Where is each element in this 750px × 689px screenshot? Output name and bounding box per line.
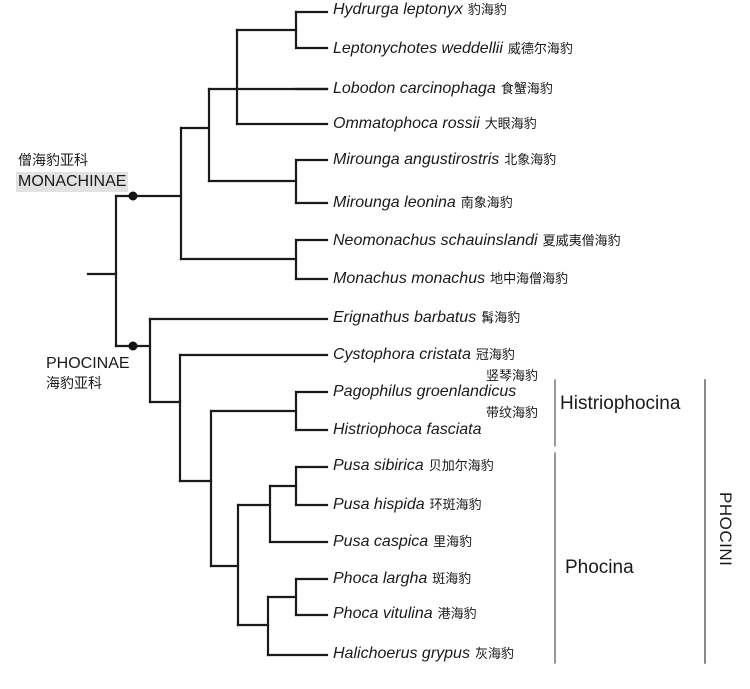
taxon-label: Monachus monachus 地中海僧海豹 xyxy=(333,270,568,289)
scientific-name: Pusa hispida xyxy=(333,496,425,513)
taxon-label: Cystophora cristata 冠海豹 xyxy=(333,346,515,365)
chinese-name: 带纹海豹 xyxy=(486,406,539,421)
taxon-label: Pusa caspica 里海豹 xyxy=(333,533,472,552)
taxon-label: Halichoerus grypus 灰海豹 xyxy=(333,645,514,664)
monachinae-en: MONACHINAE xyxy=(16,172,129,192)
scientific-name: Halichoerus grypus xyxy=(333,645,470,662)
chinese-name: 威德尔海豹 xyxy=(507,42,573,57)
scientific-name: Erignathus barbatus xyxy=(333,309,477,326)
taxon-label: Mirounga angustirostris 北象海豹 xyxy=(333,151,556,170)
scientific-name: Neomonachus schauinslandi xyxy=(333,232,538,249)
chinese-name: 髯海豹 xyxy=(481,311,521,326)
taxon-chinese-above: 竖琴海豹 xyxy=(486,367,538,386)
phocinae-cn: 海豹亚科 xyxy=(46,376,102,392)
scientific-name: Pagophilus groenlandicus xyxy=(333,383,517,400)
taxon-label: Pagophilus groenlandicus xyxy=(333,383,516,401)
chinese-name: 夏威夷僧海豹 xyxy=(542,234,621,249)
chinese-name: 大眼海豹 xyxy=(484,117,537,132)
scientific-name: Phoca vitulina xyxy=(333,605,433,622)
taxon-label: Mirounga leonina 南象海豹 xyxy=(333,194,513,213)
scientific-name: Histriophoca fasciata xyxy=(333,421,482,438)
taxon-chinese-above: 带纹海豹 xyxy=(486,404,538,423)
taxon-label: Phoca vitulina 港海豹 xyxy=(333,605,477,624)
monachinae-cn: 僧海豹亚科 xyxy=(18,153,88,169)
scientific-name: Monachus monachus xyxy=(333,270,486,287)
scientific-name: Mirounga leonina xyxy=(333,194,456,211)
taxon-label: Ommatophoca rossii 大眼海豹 xyxy=(333,115,537,134)
scientific-name: Pusa caspica xyxy=(333,533,429,550)
chinese-name: 里海豹 xyxy=(433,535,473,550)
phocini-label: PHOCINI xyxy=(716,492,735,567)
taxon-label: Histriophoca fasciata xyxy=(333,421,482,439)
chinese-name: 北象海豹 xyxy=(504,153,557,168)
taxon-label: Hydrurga leptonyx 豹海豹 xyxy=(333,1,507,20)
scientific-name: Cystophora cristata xyxy=(333,346,471,363)
scientific-name: Phoca largha xyxy=(333,570,428,587)
chinese-name: 豹海豹 xyxy=(467,3,507,18)
chinese-name: 环斑海豹 xyxy=(429,498,482,513)
chinese-name: 冠海豹 xyxy=(475,348,515,363)
chinese-name: 地中海僧海豹 xyxy=(490,272,569,287)
monachinae-label: 僧海豹亚科 MONACHINAE xyxy=(16,150,129,192)
taxon-label: Lobodon carcinophaga 食蟹海豹 xyxy=(333,80,553,99)
chinese-name: 贝加尔海豹 xyxy=(428,459,494,474)
phocinae-label: PHOCINAE 海豹亚科 xyxy=(46,355,130,393)
taxon-label: Pusa hispida 环斑海豹 xyxy=(333,496,482,515)
scientific-name: Leptonychotes weddellii xyxy=(333,40,503,57)
histriophocina-label: Histriophocina xyxy=(560,393,681,414)
taxon-label: Phoca largha 斑海豹 xyxy=(333,570,471,589)
scientific-name: Mirounga angustirostris xyxy=(333,151,500,168)
taxon-label: Pusa sibirica 贝加尔海豹 xyxy=(333,457,494,476)
taxon-label: Leptonychotes weddellii 威德尔海豹 xyxy=(333,40,573,59)
chinese-name: 灰海豹 xyxy=(474,647,514,662)
chinese-name: 斑海豹 xyxy=(432,572,472,587)
taxon-label: Neomonachus schauinslandi 夏威夷僧海豹 xyxy=(333,232,621,251)
chinese-name: 食蟹海豹 xyxy=(500,82,553,97)
scientific-name: Ommatophoca rossii xyxy=(333,115,480,132)
phocinae-en: PHOCINAE xyxy=(46,355,130,372)
phocina-label: Phocina xyxy=(565,557,634,578)
taxon-label: Erignathus barbatus 髯海豹 xyxy=(333,309,520,328)
chinese-name: 竖琴海豹 xyxy=(486,369,539,384)
scientific-name: Pusa sibirica xyxy=(333,457,424,474)
scientific-name: Hydrurga leptonyx xyxy=(333,1,463,18)
chinese-name: 港海豹 xyxy=(437,607,477,622)
chinese-name: 南象海豹 xyxy=(460,196,513,211)
scientific-name: Lobodon carcinophaga xyxy=(333,80,496,97)
